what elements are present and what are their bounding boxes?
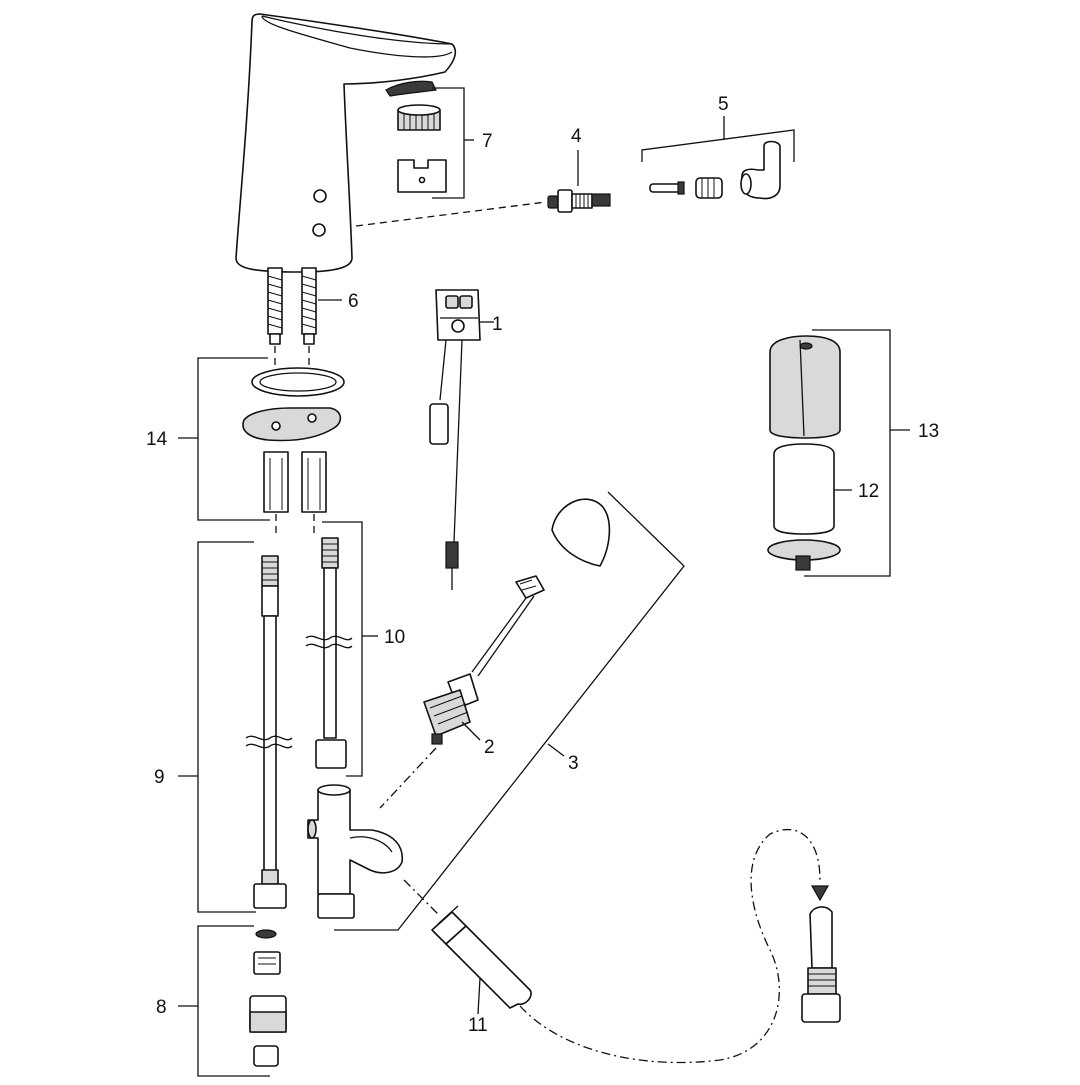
- solenoid-valve: [379, 575, 545, 809]
- outlet-pipe: [403, 879, 532, 1009]
- part-label-6: 6: [348, 291, 359, 312]
- battery-compartment: [767, 335, 841, 571]
- part-label-11: 11: [468, 1015, 488, 1036]
- part-label-12: 12: [858, 481, 879, 502]
- part-label-13: 13: [918, 421, 939, 442]
- sensor-module: [429, 289, 481, 590]
- part-label-5: 5: [718, 94, 729, 115]
- mounting-kit: [242, 367, 345, 536]
- part-label-14: 14: [146, 429, 168, 450]
- part-label-10: 10: [384, 627, 405, 648]
- part-label-9: 9: [154, 767, 165, 788]
- leader-lines: [178, 87, 910, 1077]
- flex-hoses: [267, 267, 317, 372]
- part-label-4: 4: [571, 126, 582, 147]
- connector-fitting: [547, 189, 611, 213]
- t-piece-valve-body: [307, 784, 403, 919]
- part-label-2: 2: [484, 737, 495, 758]
- aerator-set: [397, 104, 447, 193]
- part-label-3: 3: [568, 753, 579, 774]
- part-label-1: 1: [492, 314, 503, 335]
- cover-cap: [551, 498, 611, 567]
- supply-hose-short: [305, 537, 353, 769]
- part-label-8: 8: [156, 997, 167, 1018]
- part-label-7: 7: [482, 131, 493, 152]
- connection-pipe: [801, 906, 841, 1023]
- tap-body: [235, 13, 457, 273]
- lever-set: [649, 140, 781, 200]
- check-valve-set: [249, 929, 287, 1067]
- supply-hose-long: [245, 555, 293, 909]
